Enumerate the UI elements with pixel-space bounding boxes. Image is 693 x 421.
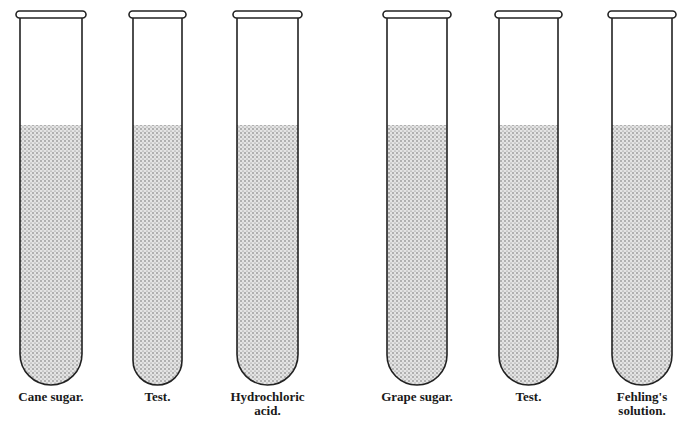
tube-rim <box>129 11 186 18</box>
tube-label: Fehling's solution. <box>597 390 687 418</box>
liquid <box>20 125 82 385</box>
liquid <box>387 125 447 385</box>
test-tube <box>133 18 182 385</box>
test-tube <box>237 18 298 385</box>
test-tube <box>499 18 558 385</box>
liquid <box>133 125 182 385</box>
tube-label: Test. <box>143 390 173 404</box>
liquid <box>612 125 672 385</box>
test-tube <box>20 18 82 385</box>
tube-rim <box>608 11 676 18</box>
tube-rim <box>16 11 86 18</box>
tube-label: Test. <box>514 390 544 404</box>
tube-rim <box>495 11 562 18</box>
liquid <box>499 125 558 385</box>
tube-label: Grape sugar. <box>379 390 455 404</box>
tube-rim <box>233 11 302 18</box>
tube-rim <box>383 11 451 18</box>
tube-label: Cane sugar. <box>16 390 86 404</box>
tube-label: Hydrochloric acid. <box>223 390 313 418</box>
test-tube <box>387 18 447 385</box>
test-tube <box>612 18 672 385</box>
liquid <box>237 125 298 385</box>
